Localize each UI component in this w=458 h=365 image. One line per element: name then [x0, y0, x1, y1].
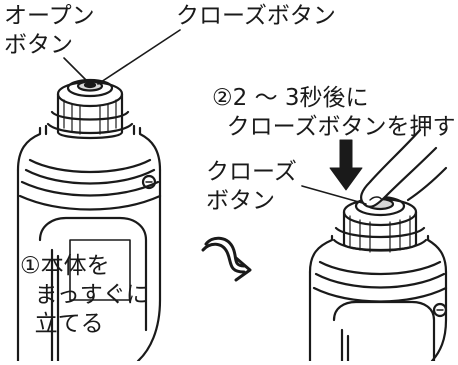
label-step1: ①本体を まっすぐに 立てる: [20, 253, 149, 337]
down-arrow-icon: [329, 139, 363, 191]
leader-close-button-top: [97, 29, 181, 85]
leader-open-button: [63, 57, 89, 83]
leader-close-button-side: [301, 185, 367, 205]
label-step2: ②2 ～ 3秒後に クローズボタンを押す: [212, 85, 456, 140]
label-close-button-side: クローズ ボタン: [206, 159, 297, 214]
device-left: [16, 78, 162, 363]
label-close-button-top: クローズボタン: [176, 3, 336, 29]
curved-arrow-icon: [201, 236, 252, 282]
label-open-button: オープン ボタン: [4, 3, 95, 58]
device-right: [308, 195, 448, 363]
